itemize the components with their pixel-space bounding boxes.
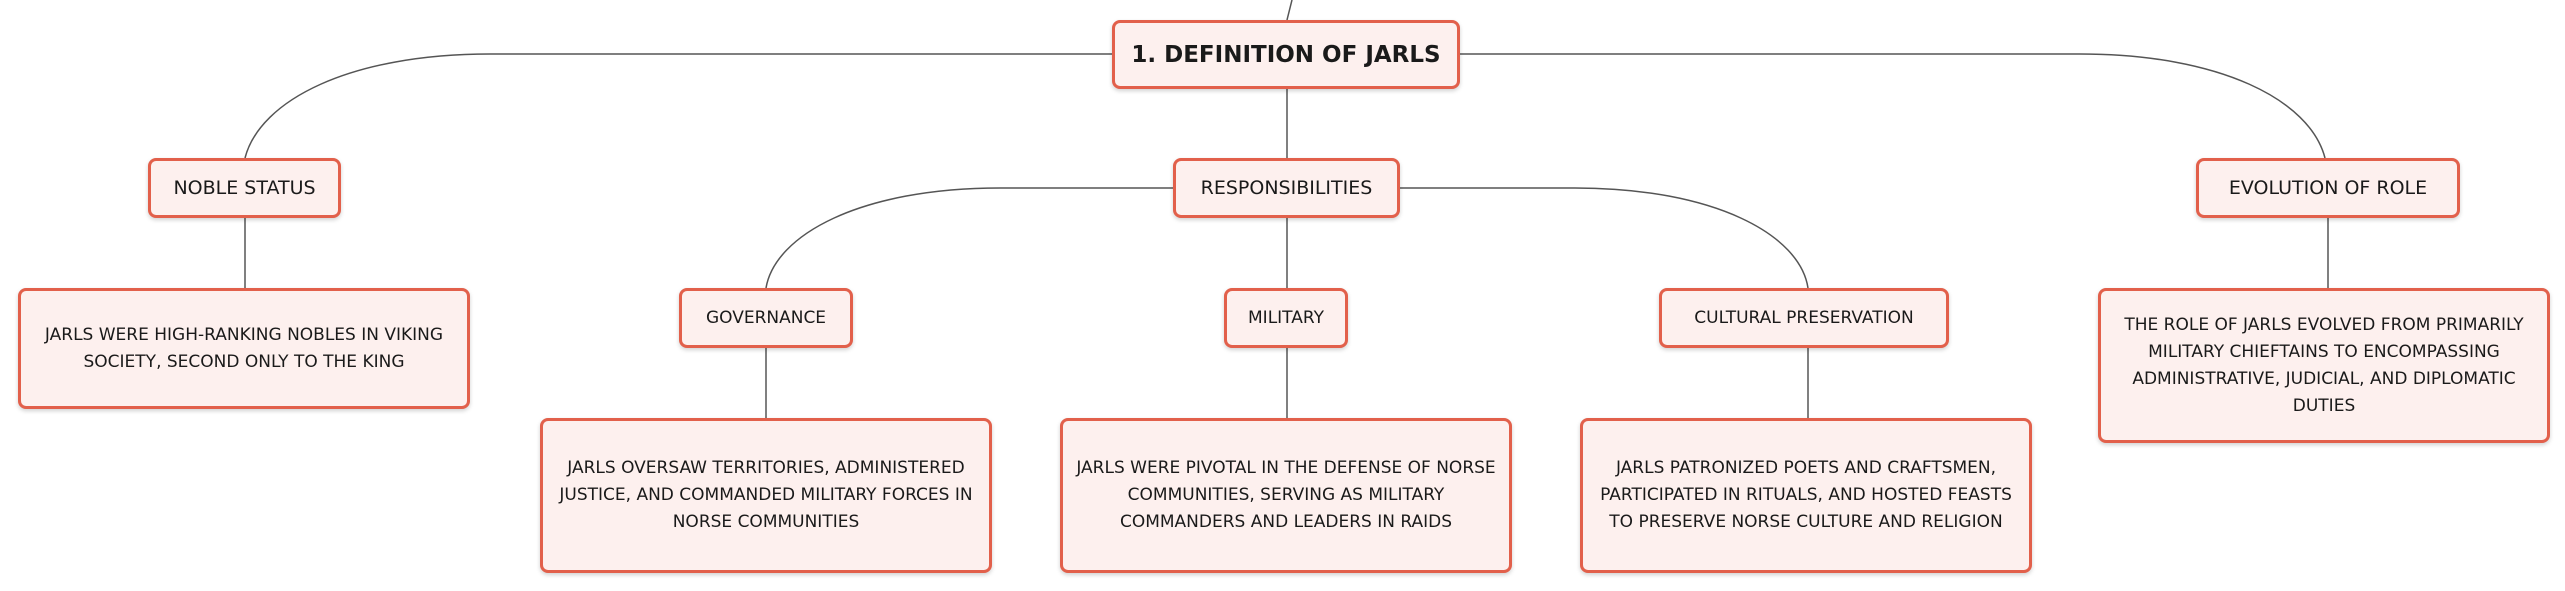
root-node[interactable]: 1. DEFINITION OF JARLS: [1112, 20, 1460, 89]
cultural-preservation-detail-text: JARLS PATRONIZED POETS AND CRAFTSMEN, PA…: [1600, 458, 2012, 532]
noble-status-detail-node[interactable]: JARLS WERE HIGH-RANKING NOBLES IN VIKING…: [18, 288, 470, 409]
responsibilities-label: RESPONSIBILITIES: [1200, 177, 1373, 199]
evolution-of-role-detail-node[interactable]: THE ROLE OF JARLS EVOLVED FROM PRIMARILY…: [2098, 288, 2550, 443]
noble-status-detail-text: JARLS WERE HIGH-RANKING NOBLES IN VIKING…: [44, 324, 444, 372]
military-node[interactable]: MILITARY: [1224, 288, 1348, 348]
cultural-preservation-detail-node[interactable]: JARLS PATRONIZED POETS AND CRAFTSMEN, PA…: [1580, 418, 2032, 573]
connector-root-noble-status: [244, 53, 1112, 159]
connector-incoming-root: [1286, 0, 1293, 21]
evolution-of-role-label: EVOLUTION OF ROLE: [2228, 177, 2428, 199]
connector-root-evolution: [1460, 53, 2326, 159]
governance-label: GOVERNANCE: [705, 308, 827, 328]
military-label: MILITARY: [1248, 308, 1324, 328]
connector-responsibilities-governance: [765, 187, 1173, 289]
root-node-label: 1. DEFINITION OF JARLS: [1131, 41, 1441, 68]
governance-node[interactable]: GOVERNANCE: [679, 288, 853, 348]
cultural-preservation-node[interactable]: CULTURAL PRESERVATION: [1659, 288, 1949, 348]
governance-detail-text: JARLS OVERSAW TERRITORIES, ADMINISTERED …: [559, 458, 973, 532]
cultural-preservation-label: CULTURAL PRESERVATION: [1694, 308, 1914, 328]
noble-status-label: NOBLE STATUS: [173, 177, 316, 199]
military-detail-node[interactable]: JARLS WERE PIVOTAL IN THE DEFENSE OF NOR…: [1060, 418, 1512, 573]
evolution-of-role-node[interactable]: EVOLUTION OF ROLE: [2196, 158, 2460, 218]
connector-responsibilities-cultural: [1400, 187, 1809, 289]
governance-detail-node[interactable]: JARLS OVERSAW TERRITORIES, ADMINISTERED …: [540, 418, 992, 573]
military-detail-text: JARLS WERE PIVOTAL IN THE DEFENSE OF NOR…: [1076, 458, 1496, 532]
responsibilities-node[interactable]: RESPONSIBILITIES: [1173, 158, 1400, 218]
noble-status-node[interactable]: NOBLE STATUS: [148, 158, 341, 218]
evolution-of-role-detail-text: THE ROLE OF JARLS EVOLVED FROM PRIMARILY…: [2124, 314, 2524, 416]
